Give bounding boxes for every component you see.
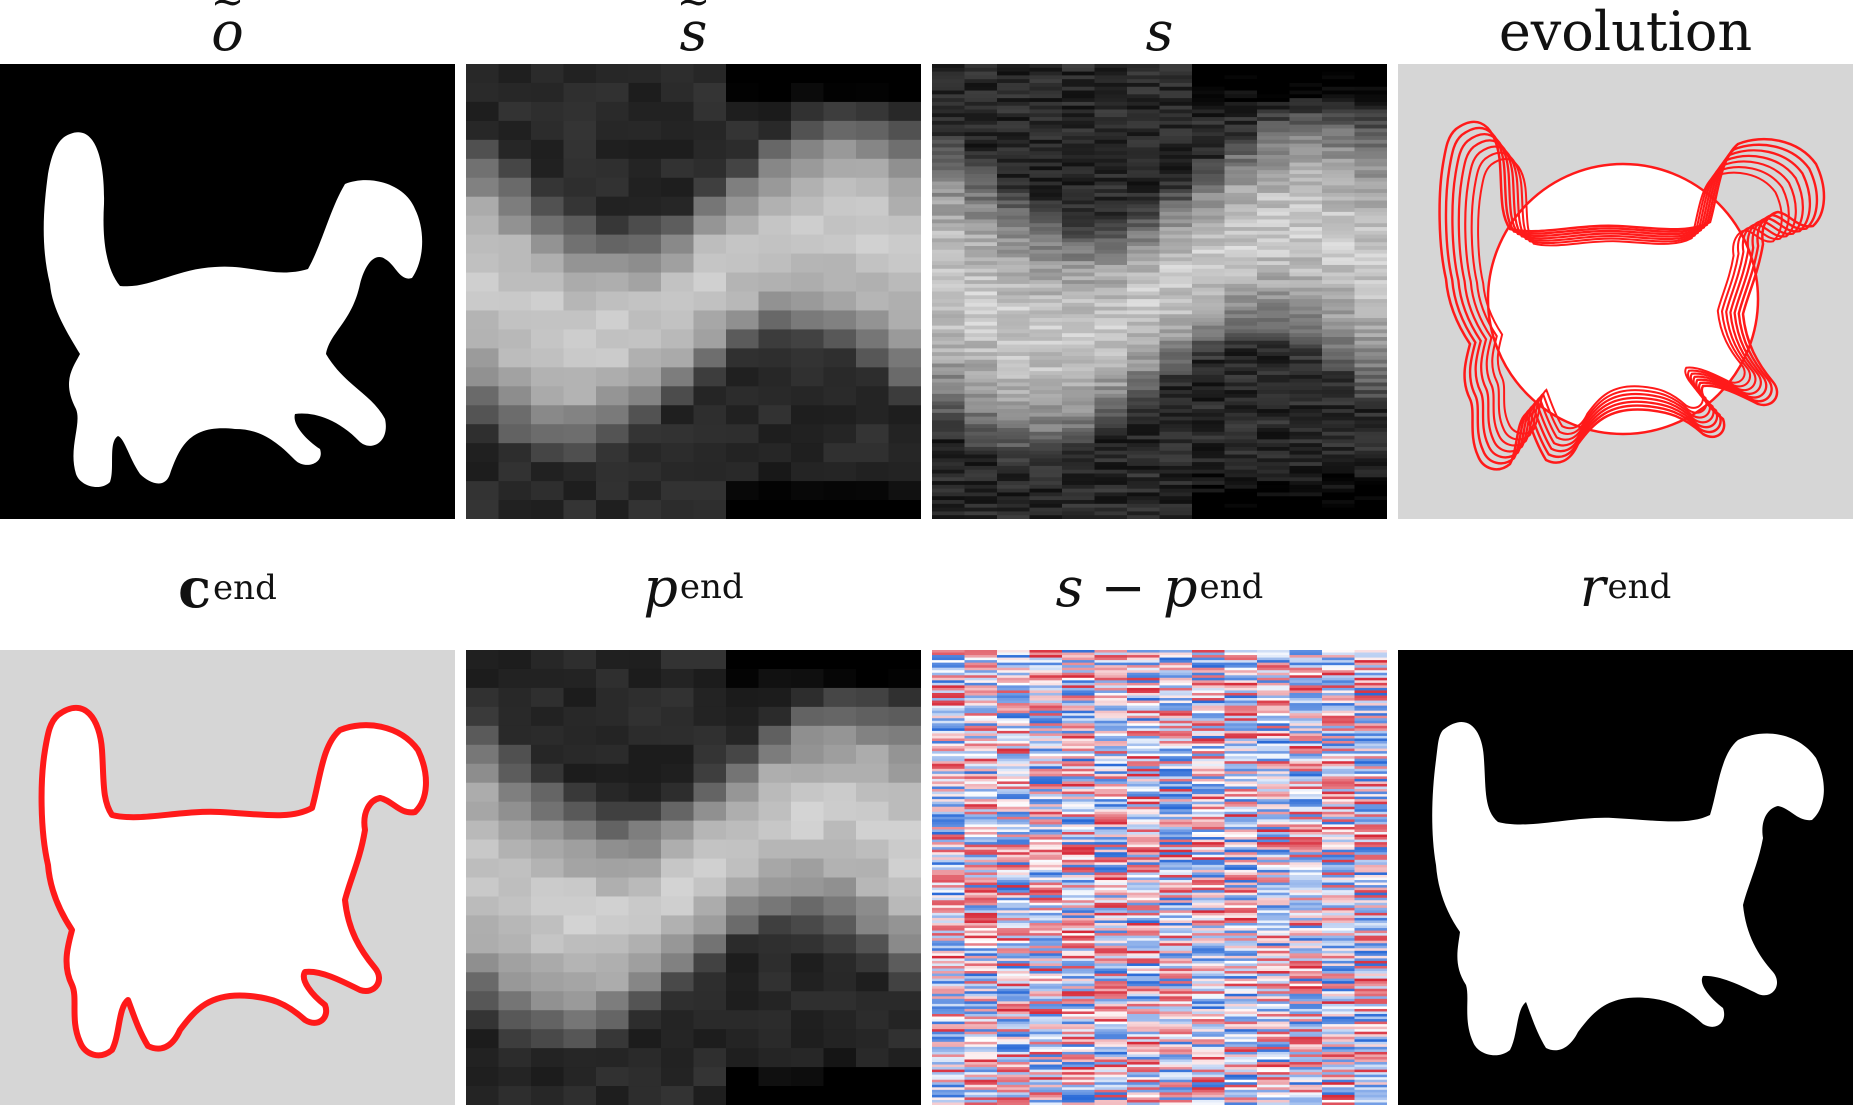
panel-o-tilde xyxy=(0,64,455,519)
title-p-end: pend xyxy=(643,556,744,619)
panel-residual xyxy=(932,650,1387,1105)
sinogram-image xyxy=(466,64,921,519)
title-r-end: rend xyxy=(1579,556,1672,619)
panel-p-end xyxy=(466,650,921,1105)
panel-s-tilde xyxy=(466,64,921,519)
title-residual: s − pend xyxy=(1055,556,1264,619)
residual-image xyxy=(932,650,1387,1105)
title-c-end: cend xyxy=(178,556,277,620)
noisy-sinogram-image xyxy=(932,64,1387,519)
contour-evolution-image xyxy=(1398,64,1853,519)
title-o-tilde: o xyxy=(0,2,455,62)
panel-s xyxy=(932,64,1387,519)
panel-c-end xyxy=(0,650,455,1105)
title-s: s xyxy=(1145,0,1174,63)
panel-r-end xyxy=(1398,650,1853,1105)
mask-image xyxy=(0,64,455,519)
title-evolution: evolution xyxy=(1498,0,1753,63)
title-s-tilde: s xyxy=(466,2,921,62)
panel-evolution xyxy=(1398,64,1853,519)
final-contour-image xyxy=(0,650,455,1105)
reconstruction-image xyxy=(1398,650,1853,1105)
predicted-sinogram-image xyxy=(466,650,921,1105)
